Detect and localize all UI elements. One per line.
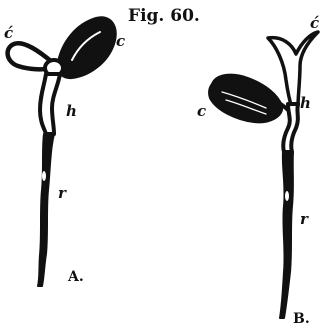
- seedling-b-label-c: c: [197, 104, 206, 119]
- seedling-b-drawing: [209, 32, 318, 318]
- seedling-b-panel-label: B.: [293, 312, 310, 326]
- seedling-a-label-c-prime: ć: [4, 26, 13, 41]
- seedling-a-root: [38, 134, 54, 286]
- seedling-a-label-r: r: [58, 186, 66, 201]
- seedling-a-hypocotyl: [40, 74, 60, 134]
- seedling-a-root-spot: [42, 171, 46, 181]
- seedling-a-cotyledon-large: [58, 17, 116, 78]
- seedling-b-hypocotyl: [283, 104, 298, 152]
- seedling-a-panel-label: A.: [68, 270, 84, 284]
- figure-title: Fig. 60.: [128, 8, 200, 25]
- seedling-b-label-c-prime: ć: [310, 16, 319, 31]
- seedling-a-drawing: [8, 17, 116, 286]
- seedling-b-label-h: h: [300, 96, 311, 111]
- seedling-b-label-r: r: [300, 212, 308, 227]
- seedling-a-label-c: c: [116, 34, 125, 49]
- seedling-b-root: [280, 152, 293, 318]
- seedling-a-label-h: h: [66, 104, 77, 119]
- seedling-b-root-spot: [285, 191, 289, 201]
